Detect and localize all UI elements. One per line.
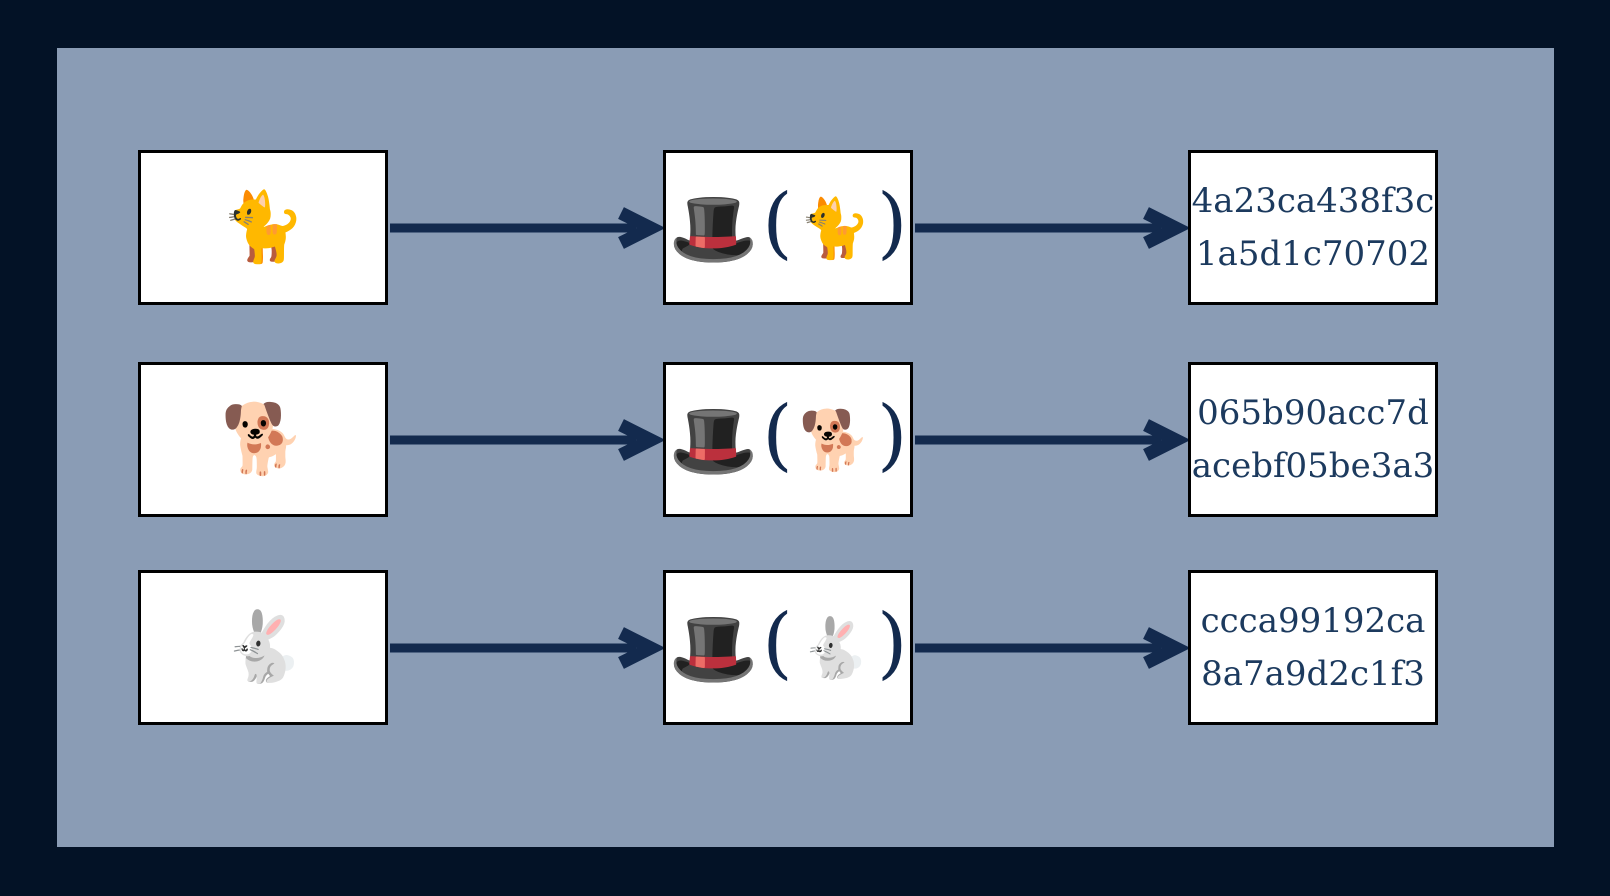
arrow-icon [913, 418, 1188, 462]
hash-function-box-rabbit: 🎩 ( 🐇 ) [663, 570, 913, 725]
arrow-icon [388, 626, 663, 670]
arrow-icon [913, 626, 1188, 670]
hash-row-dog: 🐕 🎩 ( 🐕 ) 065b90acc7d acebf05be3a3 [138, 362, 1438, 517]
close-paren: ) [876, 178, 908, 269]
close-paren: ) [876, 598, 908, 689]
diagram-panel: 🐈 🎩 ( 🐈 ) 4a23ca438f3c 1a5d1c70702 [57, 48, 1554, 847]
open-paren: ( [762, 598, 793, 689]
arrow-icon [388, 418, 663, 462]
dog-emoji: 🐕 [798, 405, 871, 474]
dog-emoji: 🐕 [220, 399, 306, 479]
hash-line: 065b90acc7d [1197, 392, 1429, 433]
input-box-cat: 🐈 [138, 150, 388, 305]
hash-output-box-dog: 065b90acc7d acebf05be3a3 [1188, 362, 1438, 517]
hash-row-cat: 🐈 🎩 ( 🐈 ) 4a23ca438f3c 1a5d1c70702 [138, 150, 1438, 305]
input-box-rabbit: 🐇 [138, 570, 388, 725]
rabbit-emoji: 🐇 [798, 613, 871, 682]
arrow-icon [913, 206, 1188, 250]
hash-function-box-dog: 🎩 ( 🐕 ) [663, 362, 913, 517]
open-paren: ( [762, 390, 793, 481]
hash-line: 1a5d1c70702 [1195, 233, 1431, 274]
hash-function-box-cat: 🎩 ( 🐈 ) [663, 150, 913, 305]
hash-line: acebf05be3a3 [1191, 445, 1435, 486]
rabbit-emoji: 🐇 [220, 607, 306, 687]
hash-output-box-cat: 4a23ca438f3c 1a5d1c70702 [1188, 150, 1438, 305]
hash-row-rabbit: 🐇 🎩 ( 🐇 ) ccca99192ca 8a7a9d2c1f3 [138, 570, 1438, 725]
top-hat-emoji: 🎩 [668, 605, 759, 690]
top-hat-emoji: 🎩 [668, 185, 759, 270]
input-box-dog: 🐕 [138, 362, 388, 517]
cat-emoji: 🐈 [798, 193, 871, 262]
top-hat-emoji: 🎩 [668, 397, 759, 482]
hash-line: 8a7a9d2c1f3 [1201, 653, 1425, 694]
arrow-icon [388, 206, 663, 250]
cat-emoji: 🐈 [220, 187, 306, 267]
open-paren: ( [762, 178, 793, 269]
hash-line: 4a23ca438f3c [1191, 180, 1435, 221]
hash-output-box-rabbit: ccca99192ca 8a7a9d2c1f3 [1188, 570, 1438, 725]
close-paren: ) [876, 390, 908, 481]
hash-line: ccca99192ca [1200, 600, 1426, 641]
